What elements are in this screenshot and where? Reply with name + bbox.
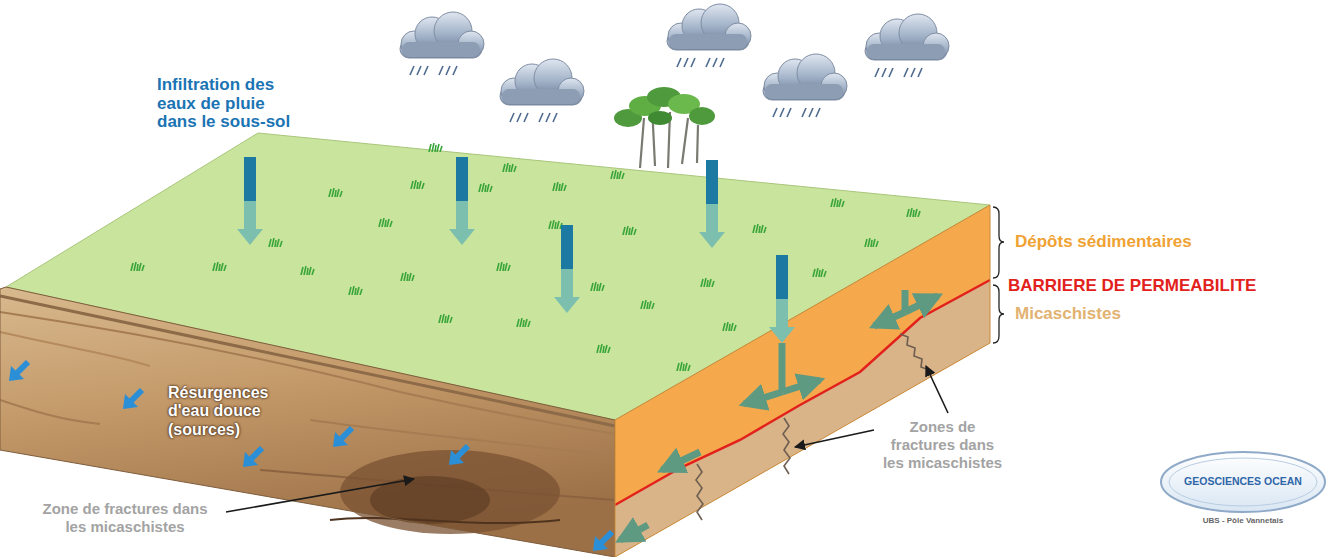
illustration-part <box>769 255 795 343</box>
rain-clouds <box>400 4 949 122</box>
illustration-part <box>497 262 510 271</box>
illustration-part <box>429 143 442 152</box>
illustration-part <box>795 430 874 447</box>
illustration-part <box>900 334 929 370</box>
illustration-part <box>333 428 352 447</box>
illustration-part <box>677 362 690 371</box>
illustration-part <box>0 287 615 557</box>
fracture-zones <box>696 334 929 520</box>
trees <box>614 87 715 168</box>
illustration-part <box>131 262 144 271</box>
logo-caption: UBS - Pôle Vannetais <box>1173 517 1313 526</box>
illustration-part <box>993 207 1004 278</box>
logo-text: GEOSCIENCES OCEAN <box>1173 476 1313 488</box>
illustration-part <box>723 322 736 331</box>
illustration-part <box>597 344 610 353</box>
illustration-part <box>993 285 1004 343</box>
illustration-part <box>349 286 362 295</box>
illustration-part <box>593 532 612 551</box>
illustration-part <box>500 59 584 122</box>
illustration-part <box>865 238 878 247</box>
illustration-part <box>874 312 905 326</box>
cross-section <box>615 205 990 557</box>
illustration-part <box>503 163 516 172</box>
spring-arrows <box>9 362 612 551</box>
illustration-part <box>449 446 468 465</box>
illustration-part <box>0 287 615 557</box>
illustration-part <box>401 272 414 281</box>
illustration-part <box>411 180 424 189</box>
illustration-part <box>1161 452 1325 512</box>
illustration-part <box>0 312 615 434</box>
annotation-text: Zones de fractures dans les micaschistes <box>880 418 1005 472</box>
illustration-part <box>123 390 142 409</box>
illustration-part <box>301 266 314 275</box>
illustration-part <box>615 205 990 557</box>
illustration-part <box>213 262 226 271</box>
illustration-part <box>0 332 150 366</box>
illustration-part <box>329 188 342 197</box>
illustration-part <box>553 182 566 191</box>
illustration-part <box>753 224 766 233</box>
illustration-part <box>0 400 100 424</box>
illustration-part <box>907 208 920 217</box>
illustration-part <box>905 296 938 312</box>
illustration-part <box>517 318 530 327</box>
illustration-part <box>400 12 484 75</box>
annotation-text: Zone de fractures dans les micaschistes <box>30 500 220 536</box>
illustration-part <box>226 479 414 512</box>
illustration-part <box>623 226 636 235</box>
illustration-part <box>9 362 28 381</box>
barrier-label: BARRIERE DE PERMEABILITE <box>1008 276 1256 296</box>
illustration-part <box>330 518 560 523</box>
illustration-part <box>662 452 700 470</box>
illustration-part <box>865 14 949 77</box>
logo <box>1161 452 1325 512</box>
illustration-part <box>615 280 990 505</box>
illustration-part <box>926 366 948 413</box>
annotation-text: Infiltration des eaux de pluie dans le s… <box>157 76 297 132</box>
illustration-part <box>439 314 452 323</box>
annotation-text: Résurgences d'eau douce (sources) <box>168 384 293 439</box>
illustration-part <box>641 300 654 309</box>
illustration-part <box>696 464 703 520</box>
illustration-part <box>701 278 714 287</box>
illustration-part <box>779 343 786 392</box>
illustration-part <box>744 392 782 404</box>
illustration-part <box>699 160 725 248</box>
illustration-part <box>243 448 262 467</box>
layer-label: Micaschistes <box>1015 304 1121 324</box>
illustration-part <box>0 296 615 426</box>
cliff-photo <box>0 287 615 557</box>
illustration-part <box>689 107 715 125</box>
flow-arrows <box>620 290 938 540</box>
illustration-part <box>237 157 263 245</box>
leader-arrows <box>226 366 948 512</box>
illustration-part <box>1169 458 1317 506</box>
illustration-part <box>479 183 492 192</box>
illustration-part <box>620 525 648 540</box>
illustration-part <box>549 220 562 229</box>
layer-braces <box>993 207 1004 343</box>
illustration-part <box>782 380 820 392</box>
illustration-part <box>449 157 475 245</box>
illustration-part <box>763 54 847 117</box>
illustration-part <box>667 4 751 67</box>
infiltration-arrows <box>237 157 795 343</box>
illustration-part <box>591 282 604 291</box>
illustration-part <box>615 205 990 557</box>
illustration-part <box>379 218 392 227</box>
illustration-part <box>269 238 282 247</box>
illustration-part <box>783 418 790 474</box>
illustration-part <box>611 170 624 179</box>
illustration-part <box>831 198 844 207</box>
illustration-part <box>554 225 580 313</box>
layer-label: Dépôts sédimentaires <box>1015 232 1192 252</box>
illustration-part <box>813 268 826 277</box>
illustration-part <box>648 111 672 125</box>
